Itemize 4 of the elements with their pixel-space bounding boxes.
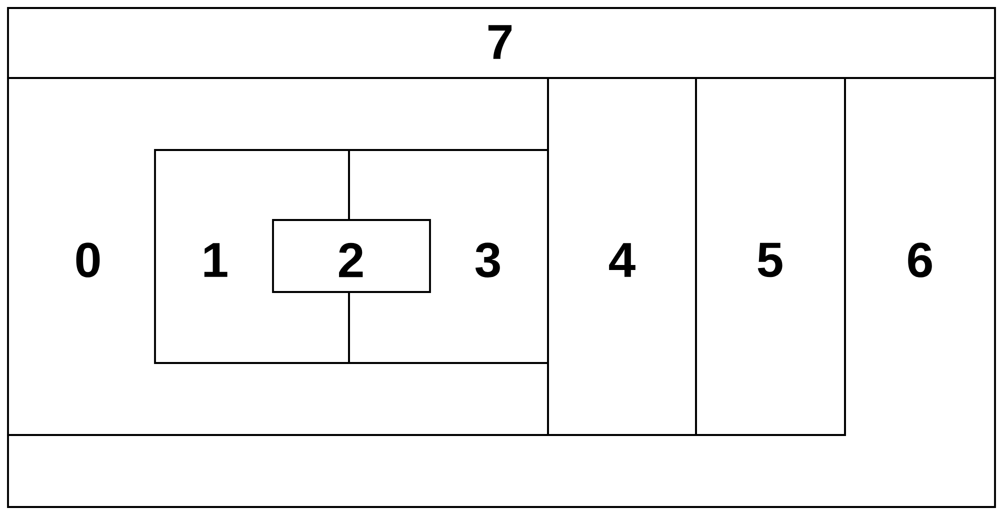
region-box: 5 [695, 77, 846, 436]
region-box: 4 [547, 77, 697, 436]
region-box: 2 [272, 219, 431, 293]
region-box: 7 [7, 7, 996, 79]
